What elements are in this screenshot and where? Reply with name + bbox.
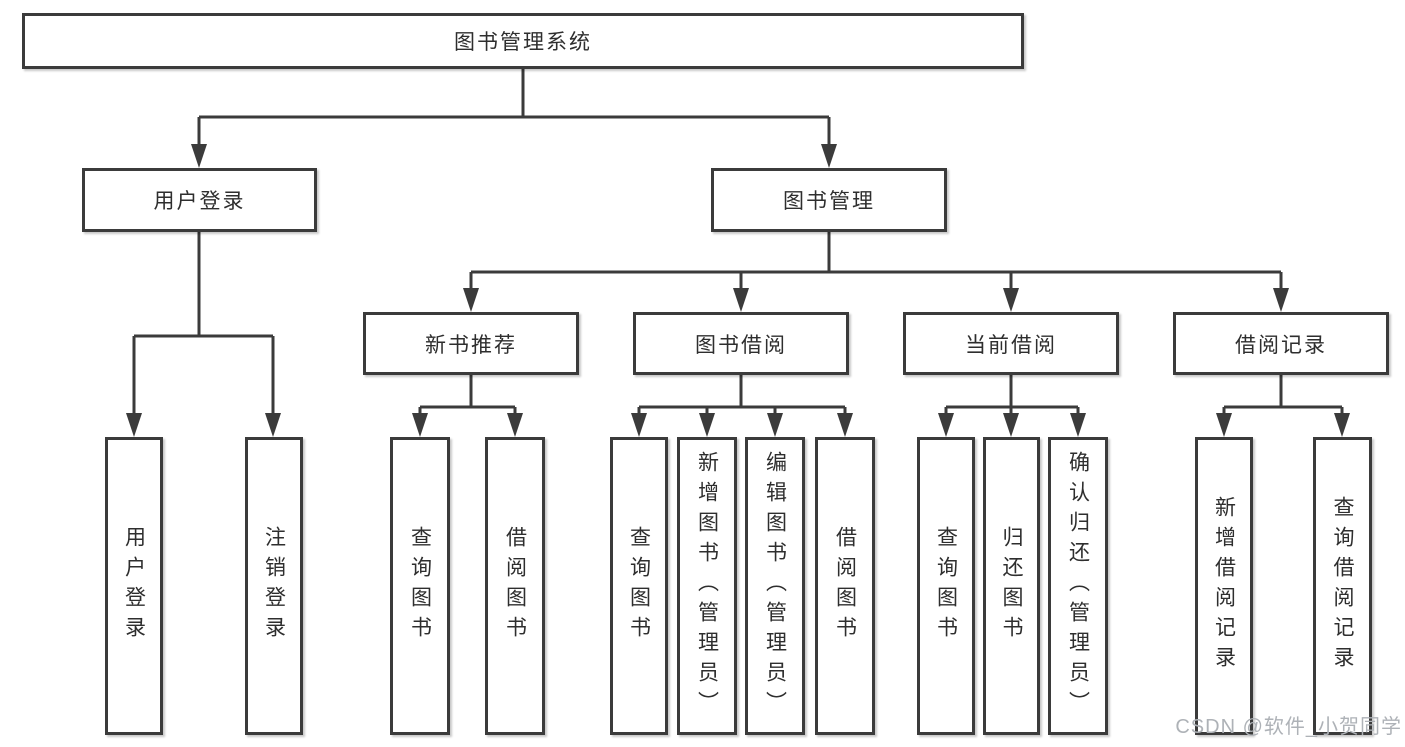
node-book-management-module-label: 图书管理	[783, 190, 875, 213]
leaf-user-login: 用户登录	[105, 437, 163, 735]
leaf-newbooks-borrow-books: 借阅图书	[485, 437, 545, 735]
leaf-records-add-borrow-record: 新增借阅记录	[1195, 437, 1253, 735]
leaf-current-query-books: 查询图书	[917, 437, 975, 735]
leaf-user-logout: 注销登录	[245, 437, 303, 735]
leaf-newbooks-query-books-label: 查询图书	[408, 526, 432, 646]
leaf-borrowing-edit-books-admin: 编辑图书（管理员）	[745, 437, 805, 735]
leaf-borrowing-borrow-books-label: 借阅图书	[833, 526, 857, 646]
leaf-user-login-label: 用户登录	[122, 526, 146, 646]
leaf-current-query-books-label: 查询图书	[934, 526, 958, 646]
node-book-borrowing-label: 图书借阅	[695, 333, 787, 357]
leaf-borrowing-edit-books-admin-label: 编辑图书（管理员）	[763, 451, 787, 721]
leaf-borrowing-query-books: 查询图书	[610, 437, 668, 735]
node-borrowing-records: 借阅记录	[1173, 312, 1389, 375]
node-book-borrowing: 图书借阅	[633, 312, 849, 375]
csdn-watermark: CSDN @软件_小贺同学	[1175, 716, 1402, 738]
node-user-login-module-label: 用户登录	[153, 190, 246, 213]
leaf-borrowing-add-books-admin-label: 新增图书（管理员）	[695, 451, 719, 721]
node-borrowing-records-label: 借阅记录	[1235, 333, 1327, 357]
leaf-records-query-borrow-record-label: 查询借阅记录	[1331, 496, 1354, 676]
leaf-current-confirm-return-admin: 确认归还（管理员）	[1048, 437, 1108, 735]
node-system-root-label: 图书管理系统	[454, 31, 592, 54]
leaf-records-add-borrow-record-label: 新增借阅记录	[1212, 496, 1236, 676]
leaf-newbooks-borrow-books-label: 借阅图书	[503, 526, 527, 646]
node-new-book-recommendation-label: 新书推荐	[425, 333, 517, 357]
leaf-user-logout-label: 注销登录	[262, 526, 286, 646]
leaf-newbooks-query-books: 查询图书	[390, 437, 450, 735]
leaf-records-query-borrow-record: 查询借阅记录	[1313, 437, 1372, 735]
leaf-current-confirm-return-admin-label: 确认归还（管理员）	[1066, 451, 1090, 721]
node-current-borrowing-label: 当前借阅	[965, 333, 1057, 357]
leaf-current-return-books-label: 归还图书	[1000, 526, 1023, 646]
leaf-borrowing-borrow-books: 借阅图书	[815, 437, 875, 735]
node-current-borrowing: 当前借阅	[903, 312, 1119, 375]
node-new-book-recommendation: 新书推荐	[363, 312, 579, 375]
leaf-borrowing-query-books-label: 查询图书	[627, 526, 651, 646]
leaf-borrowing-add-books-admin: 新增图书（管理员）	[677, 437, 737, 735]
node-system-root: 图书管理系统	[22, 13, 1024, 69]
leaf-current-return-books: 归还图书	[983, 437, 1040, 735]
arrowheads	[126, 144, 1350, 437]
node-book-management-module: 图书管理	[711, 168, 947, 232]
node-user-login-module: 用户登录	[82, 168, 317, 232]
